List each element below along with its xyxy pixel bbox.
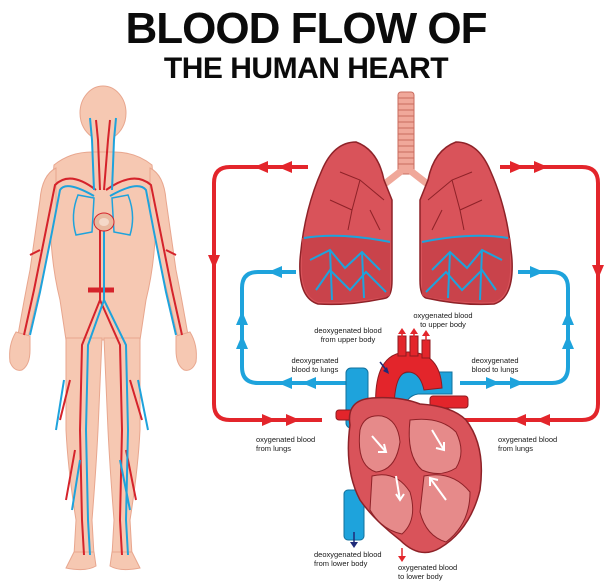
label-line: from lungs <box>498 444 534 453</box>
label-oxygenated-to-lower-body: oxygenated blood to lower body <box>398 563 498 581</box>
label-deoxygenated-to-lungs-right: deoxygenated blood to lungs <box>450 356 540 374</box>
label-line: to upper body <box>420 320 466 329</box>
oxygenated-outer-loop <box>212 165 600 422</box>
trachea <box>378 91 434 190</box>
human-body-figure <box>9 85 197 571</box>
label-line: from lungs <box>256 444 292 453</box>
label-oxygenated-from-lungs-right: oxygenated blood from lungs <box>498 435 598 453</box>
label-line: deoxygenated blood <box>314 326 382 335</box>
label-line: deoxygenated blood <box>314 550 382 559</box>
label-line: oxygenated blood <box>398 563 458 572</box>
label-line: deoxygenated <box>291 356 339 365</box>
label-line: from upper body <box>320 335 376 344</box>
label-line: blood to lungs <box>291 365 339 374</box>
label-line: oxygenated blood <box>256 435 316 444</box>
oxygenated-flow-arrows <box>208 161 604 426</box>
label-deoxygenated-from-upper-body: deoxygenated blood from upper body <box>288 326 408 344</box>
label-oxygenated-to-upper-body: oxygenated blood to upper body <box>388 311 498 329</box>
label-line: to lower body <box>398 572 443 581</box>
deoxygenated-inner-loop <box>240 270 570 385</box>
title-line-2: THE HUMAN HEART <box>163 52 449 85</box>
label-line: from lower body <box>314 559 368 568</box>
label-line: oxygenated blood <box>498 435 558 444</box>
label-deoxygenated-to-lungs-left: deoxygenated blood to lungs <box>270 356 360 374</box>
pointer-arrows <box>350 328 430 562</box>
label-deoxygenated-from-lower-body: deoxygenated blood from lower body <box>314 550 414 568</box>
right-lung <box>419 141 513 306</box>
label-line: blood to lungs <box>471 365 519 374</box>
label-line: deoxygenated <box>471 356 519 365</box>
title-line-1: BLOOD FLOW OF <box>125 4 488 53</box>
label-oxygenated-from-lungs-left: oxygenated blood from lungs <box>256 435 356 453</box>
label-line: oxygenated blood <box>413 311 473 320</box>
left-lung <box>299 141 393 306</box>
deoxygenated-flow-arrows <box>236 266 574 389</box>
